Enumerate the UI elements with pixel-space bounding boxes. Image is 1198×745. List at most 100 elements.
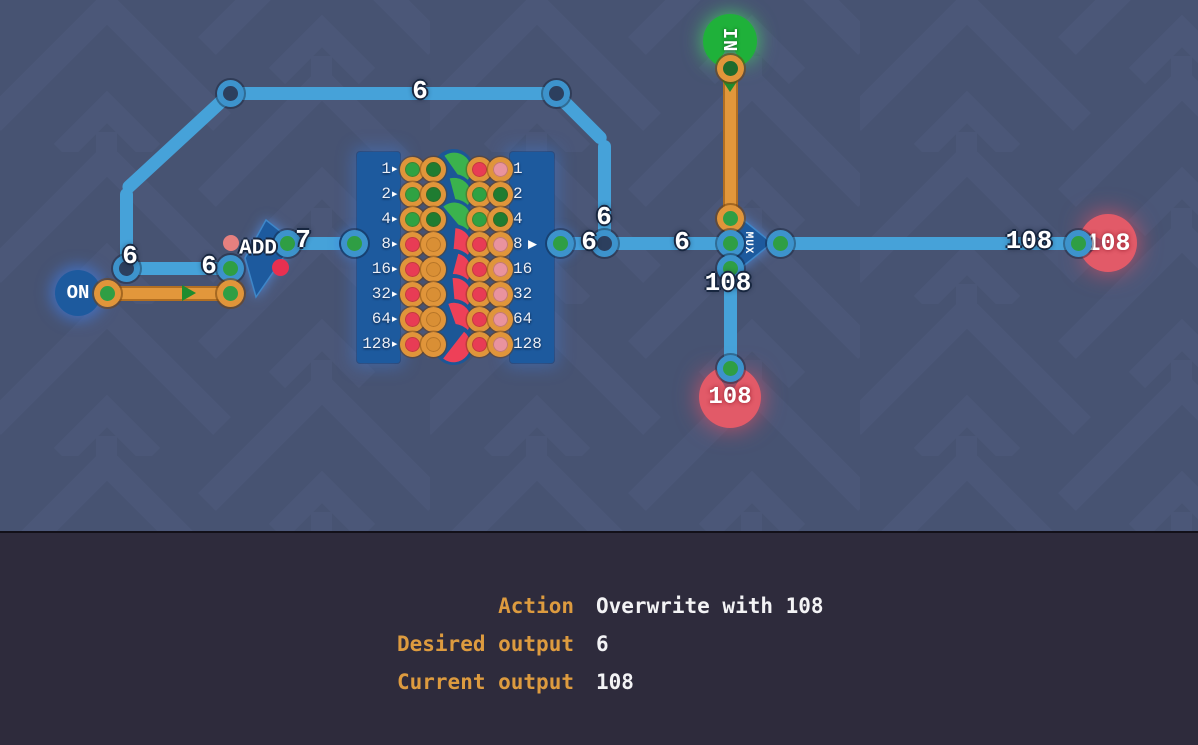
- wire-value-label: 6: [122, 241, 138, 271]
- wire[interactable]: [780, 236, 1078, 250]
- bit-pin[interactable]: [466, 306, 513, 332]
- bit-value-label: 16: [513, 260, 533, 278]
- wire-node-core: [346, 235, 362, 251]
- wire-node[interactable]: [716, 204, 744, 232]
- pin-socket[interactable]: [487, 331, 513, 357]
- pin-socket[interactable]: [420, 181, 446, 207]
- bit-value-label: 8: [381, 235, 391, 253]
- bit-pin[interactable]: [399, 281, 446, 307]
- in-label: IN: [718, 27, 740, 53]
- pin-socket[interactable]: [420, 281, 446, 307]
- on-source-node[interactable]: ON: [55, 270, 101, 316]
- pin-socket[interactable]: [420, 256, 446, 282]
- pin-socket[interactable]: [487, 306, 513, 332]
- wire[interactable]: [597, 140, 611, 244]
- pin-socket[interactable]: [487, 206, 513, 232]
- bit-pin[interactable]: [399, 306, 446, 332]
- pin-socket[interactable]: [487, 281, 513, 307]
- bit-pin[interactable]: [399, 331, 446, 357]
- wire[interactable]: [287, 236, 355, 250]
- bit-pin[interactable]: [466, 281, 513, 307]
- bit-arrow-icon: ▶: [392, 239, 398, 250]
- wire-node[interactable]: [273, 229, 301, 257]
- wire[interactable]: [107, 285, 230, 301]
- wire-node[interactable]: [216, 79, 244, 107]
- status-row: Action Overwrite with 108: [0, 587, 1198, 625]
- bit-pin[interactable]: [399, 181, 446, 207]
- wire-value-label: 6: [596, 202, 612, 232]
- byte-output-arrow-icon: ▶: [528, 236, 538, 254]
- wire-node[interactable]: [340, 229, 368, 257]
- wire[interactable]: [722, 68, 738, 218]
- wire[interactable]: [230, 86, 556, 100]
- wire-node-core: [722, 260, 738, 276]
- bit-arrow-icon: ▶: [392, 314, 398, 325]
- wire-node[interactable]: [766, 229, 794, 257]
- wire-node-core: [99, 285, 115, 301]
- wire-value-label: 6: [674, 227, 690, 257]
- pin-socket[interactable]: [487, 231, 513, 257]
- byte-splitter-panel[interactable]: [357, 152, 400, 363]
- wire-node[interactable]: [112, 254, 140, 282]
- add-unused-pin-dot[interactable]: [223, 235, 239, 251]
- wire-node-core: [548, 85, 564, 101]
- pin-socket[interactable]: [420, 231, 446, 257]
- bit-arrow-icon: ▶: [392, 339, 398, 350]
- on-label: ON: [66, 282, 90, 304]
- status-label: Current output: [396, 670, 574, 694]
- bit-value-label: 128: [513, 335, 542, 353]
- bit-pin[interactable]: [466, 256, 513, 282]
- wire-node-core: [279, 235, 295, 251]
- bit-value-label: 128: [362, 335, 391, 353]
- bit-pin[interactable]: [399, 256, 446, 282]
- pin-socket[interactable]: [466, 181, 492, 207]
- wire-node[interactable]: [590, 229, 618, 257]
- overwrite-value: 108: [708, 383, 752, 411]
- pin-socket[interactable]: [487, 156, 513, 182]
- gate-shapes: [244, 212, 774, 299]
- wire-node[interactable]: [716, 229, 744, 257]
- pin-socket[interactable]: [487, 256, 513, 282]
- bit-pin[interactable]: [399, 231, 446, 257]
- bit-pin[interactable]: [399, 206, 446, 232]
- wire-node[interactable]: [1064, 229, 1092, 257]
- bit-pin[interactable]: [466, 206, 513, 232]
- bit-pin[interactable]: [466, 331, 513, 357]
- pin-socket[interactable]: [420, 306, 446, 332]
- wire[interactable]: [119, 188, 133, 269]
- status-value: Overwrite with 108: [596, 594, 824, 618]
- wire[interactable]: [126, 261, 230, 275]
- add-label: ADD: [239, 237, 277, 261]
- byte-maker-panel[interactable]: [510, 152, 554, 363]
- wire-flow-arrow: [722, 80, 738, 92]
- bit-arrow-icon: ▶: [392, 164, 398, 175]
- pin-socket[interactable]: [420, 156, 446, 182]
- bit-value-label: 32: [371, 285, 391, 303]
- status-value: 108: [596, 670, 634, 694]
- wire-node[interactable]: [716, 354, 744, 382]
- pin-socket[interactable]: [399, 156, 425, 182]
- bit-pin[interactable]: [466, 231, 513, 257]
- pin-socket[interactable]: [420, 331, 446, 357]
- wire-node-core: [722, 210, 738, 226]
- wire-value-label: 108: [1005, 226, 1053, 256]
- wire-node[interactable]: [716, 54, 744, 82]
- wire-node[interactable]: [216, 254, 244, 282]
- bit-pin[interactable]: [466, 156, 513, 182]
- bit-pin[interactable]: [399, 156, 446, 182]
- wire-node-core: [222, 260, 238, 276]
- wire[interactable]: [723, 268, 737, 369]
- add-pin-dot[interactable]: [272, 259, 289, 276]
- pin-socket[interactable]: [487, 181, 513, 207]
- status-label: Action: [498, 594, 574, 618]
- wire-node[interactable]: [546, 229, 574, 257]
- wire-node[interactable]: [542, 79, 570, 107]
- bit-pin[interactable]: [466, 181, 513, 207]
- bit-value-label: 4: [513, 210, 523, 228]
- pin-socket[interactable]: [420, 206, 446, 232]
- wire-node[interactable]: [716, 254, 744, 282]
- wire-node[interactable]: [93, 279, 121, 307]
- wire-node[interactable]: [216, 279, 244, 307]
